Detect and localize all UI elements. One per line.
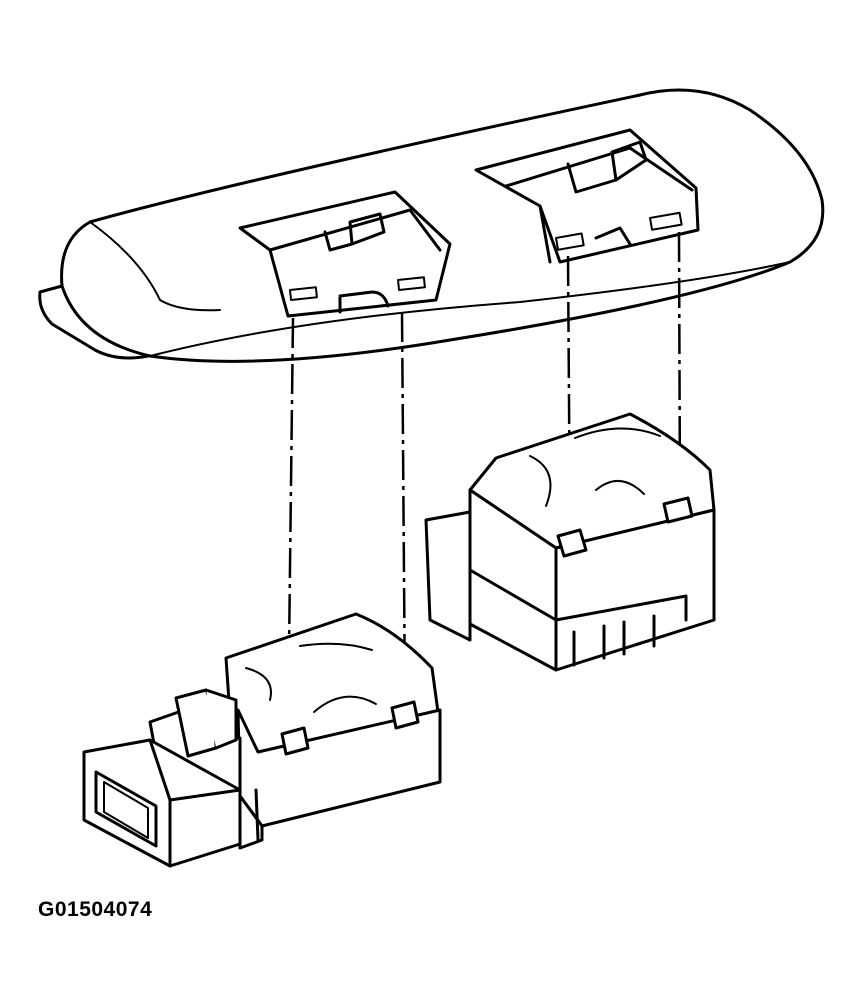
right-switch-icon	[424, 412, 716, 672]
switch-bezel-icon	[38, 88, 825, 363]
figure-code: G01504074	[38, 898, 153, 921]
left-switch-icon	[82, 612, 442, 868]
